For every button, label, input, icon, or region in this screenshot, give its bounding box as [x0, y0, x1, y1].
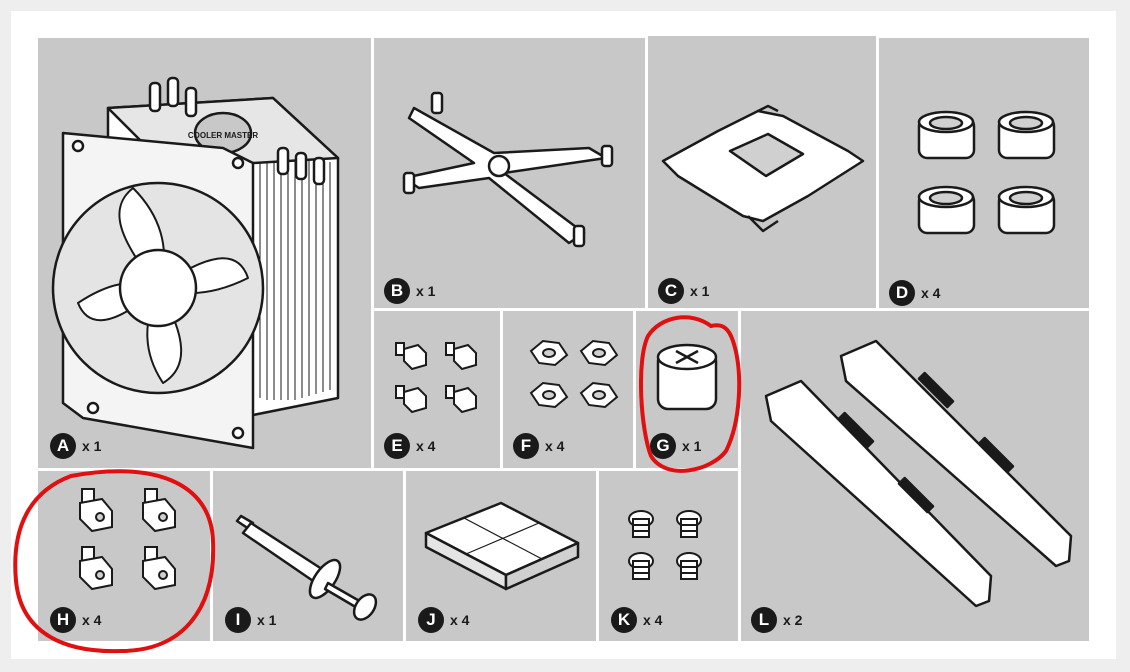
label-f: F x 4 [513, 433, 564, 459]
label-e: E x 4 [384, 433, 435, 459]
label-h: H x 4 [50, 607, 101, 633]
nut-icon [529, 339, 619, 409]
label-i: I x 1 [225, 607, 276, 633]
panel-c-backplate: C x 1 [648, 36, 876, 308]
qty-h: x 4 [82, 612, 102, 628]
qty-d: x 4 [921, 285, 941, 301]
badge-a: A [50, 433, 76, 459]
x-bracket-icon [402, 91, 614, 248]
badge-j: J [418, 607, 444, 633]
qty-e: x 4 [416, 438, 436, 454]
panel-i-thermal-paste: I x 1 [213, 471, 403, 641]
label-d: D x 4 [889, 280, 940, 306]
qty-b: x 1 [416, 283, 436, 299]
label-j: J x 4 [418, 607, 469, 633]
panel-e-standoffs: E x 4 [374, 311, 500, 468]
qty-i: x 1 [257, 612, 277, 628]
panel-a-cpu-cooler: COOLER MASTER A x 1 [38, 38, 371, 468]
badge-k: K [611, 607, 637, 633]
badge-i: I [225, 607, 251, 633]
panel-b-x-bracket: B x 1 [374, 38, 645, 308]
label-c: C x 1 [658, 278, 709, 304]
badge-g: G [650, 433, 676, 459]
panel-j-thermal-pads: J x 4 [406, 471, 596, 641]
thermal-pad-icon [424, 501, 580, 591]
badge-f: F [513, 433, 539, 459]
badge-b: B [384, 278, 410, 304]
label-k: K x 4 [611, 607, 662, 633]
syringe-icon [235, 514, 378, 621]
label-b: B x 1 [384, 278, 435, 304]
qty-j: x 4 [450, 612, 470, 628]
logo-text: COOLER MASTER [188, 131, 258, 140]
qty-a: x 1 [82, 438, 102, 454]
panel-d-washers: D x 4 [879, 38, 1089, 308]
panel-g-spacer: G x 1 [636, 311, 738, 468]
qty-k: x 4 [643, 612, 663, 628]
panel-h-screws: H x 4 [38, 471, 210, 641]
label-g: G x 1 [650, 433, 701, 459]
badge-e: E [384, 433, 410, 459]
label-l: L x 2 [751, 607, 802, 633]
cpu-cooler-icon: COOLER MASTER [51, 76, 340, 450]
fan-screw-icon [628, 510, 702, 580]
standoff-icon [395, 342, 477, 414]
panel-k-fan-screws: K x 4 [599, 471, 738, 641]
panel-l-brackets: L x 2 [741, 311, 1089, 641]
label-a: A x 1 [50, 433, 101, 459]
qty-l: x 2 [783, 612, 803, 628]
badge-c: C [658, 278, 684, 304]
qty-c: x 1 [690, 283, 710, 299]
parts-sheet: COOLER MASTER A x 1 B x 1 [11, 11, 1116, 659]
panel-f-nuts: F x 4 [503, 311, 633, 468]
washer-icon [917, 110, 1056, 235]
backplate-icon [661, 104, 865, 233]
badge-d: D [889, 280, 915, 306]
badge-h: H [50, 607, 76, 633]
qty-g: x 1 [682, 438, 702, 454]
qty-f: x 4 [545, 438, 565, 454]
fan-bracket-icon [764, 339, 1073, 608]
badge-l: L [751, 607, 777, 633]
